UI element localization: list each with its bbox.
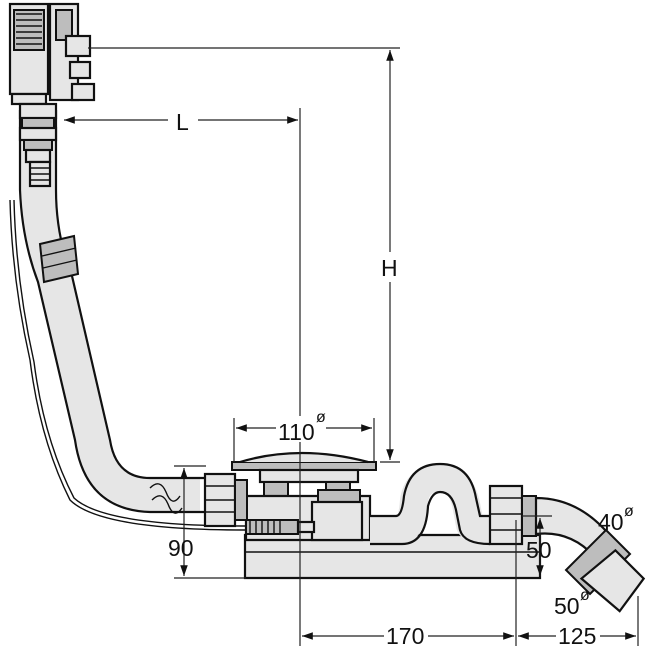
overflow-hose bbox=[9, 102, 246, 531]
dim-label-40: 40 bbox=[598, 509, 624, 535]
drain-grate bbox=[231, 451, 377, 497]
dim-label-50: 50 bbox=[526, 537, 552, 563]
dim-diameter-40: ø bbox=[624, 503, 634, 520]
dim-label-50-outlet: 50 bbox=[554, 593, 580, 619]
dimension-labels: L H 110 ø 90 50 40 ø 50 ø 170 125 bbox=[168, 108, 634, 647]
outlet-nut bbox=[488, 484, 537, 546]
dim-label-90: 90 bbox=[168, 535, 194, 561]
dim-diameter-110: ø bbox=[316, 409, 326, 426]
outlet-pipe bbox=[370, 462, 491, 546]
overflow-head bbox=[8, 2, 96, 106]
outlet-elbow bbox=[534, 496, 646, 613]
dim-label-H: H bbox=[381, 255, 398, 281]
trap-body bbox=[244, 489, 372, 542]
dim-label-L: L bbox=[176, 109, 189, 135]
dim-label-125: 125 bbox=[558, 623, 596, 647]
dim-label-170: 170 bbox=[386, 623, 424, 647]
dim-label-110: 110 bbox=[278, 419, 315, 445]
dim-diameter-50-outlet: ø bbox=[580, 587, 590, 604]
inlet-nut bbox=[203, 472, 248, 528]
base-plate bbox=[243, 533, 542, 580]
